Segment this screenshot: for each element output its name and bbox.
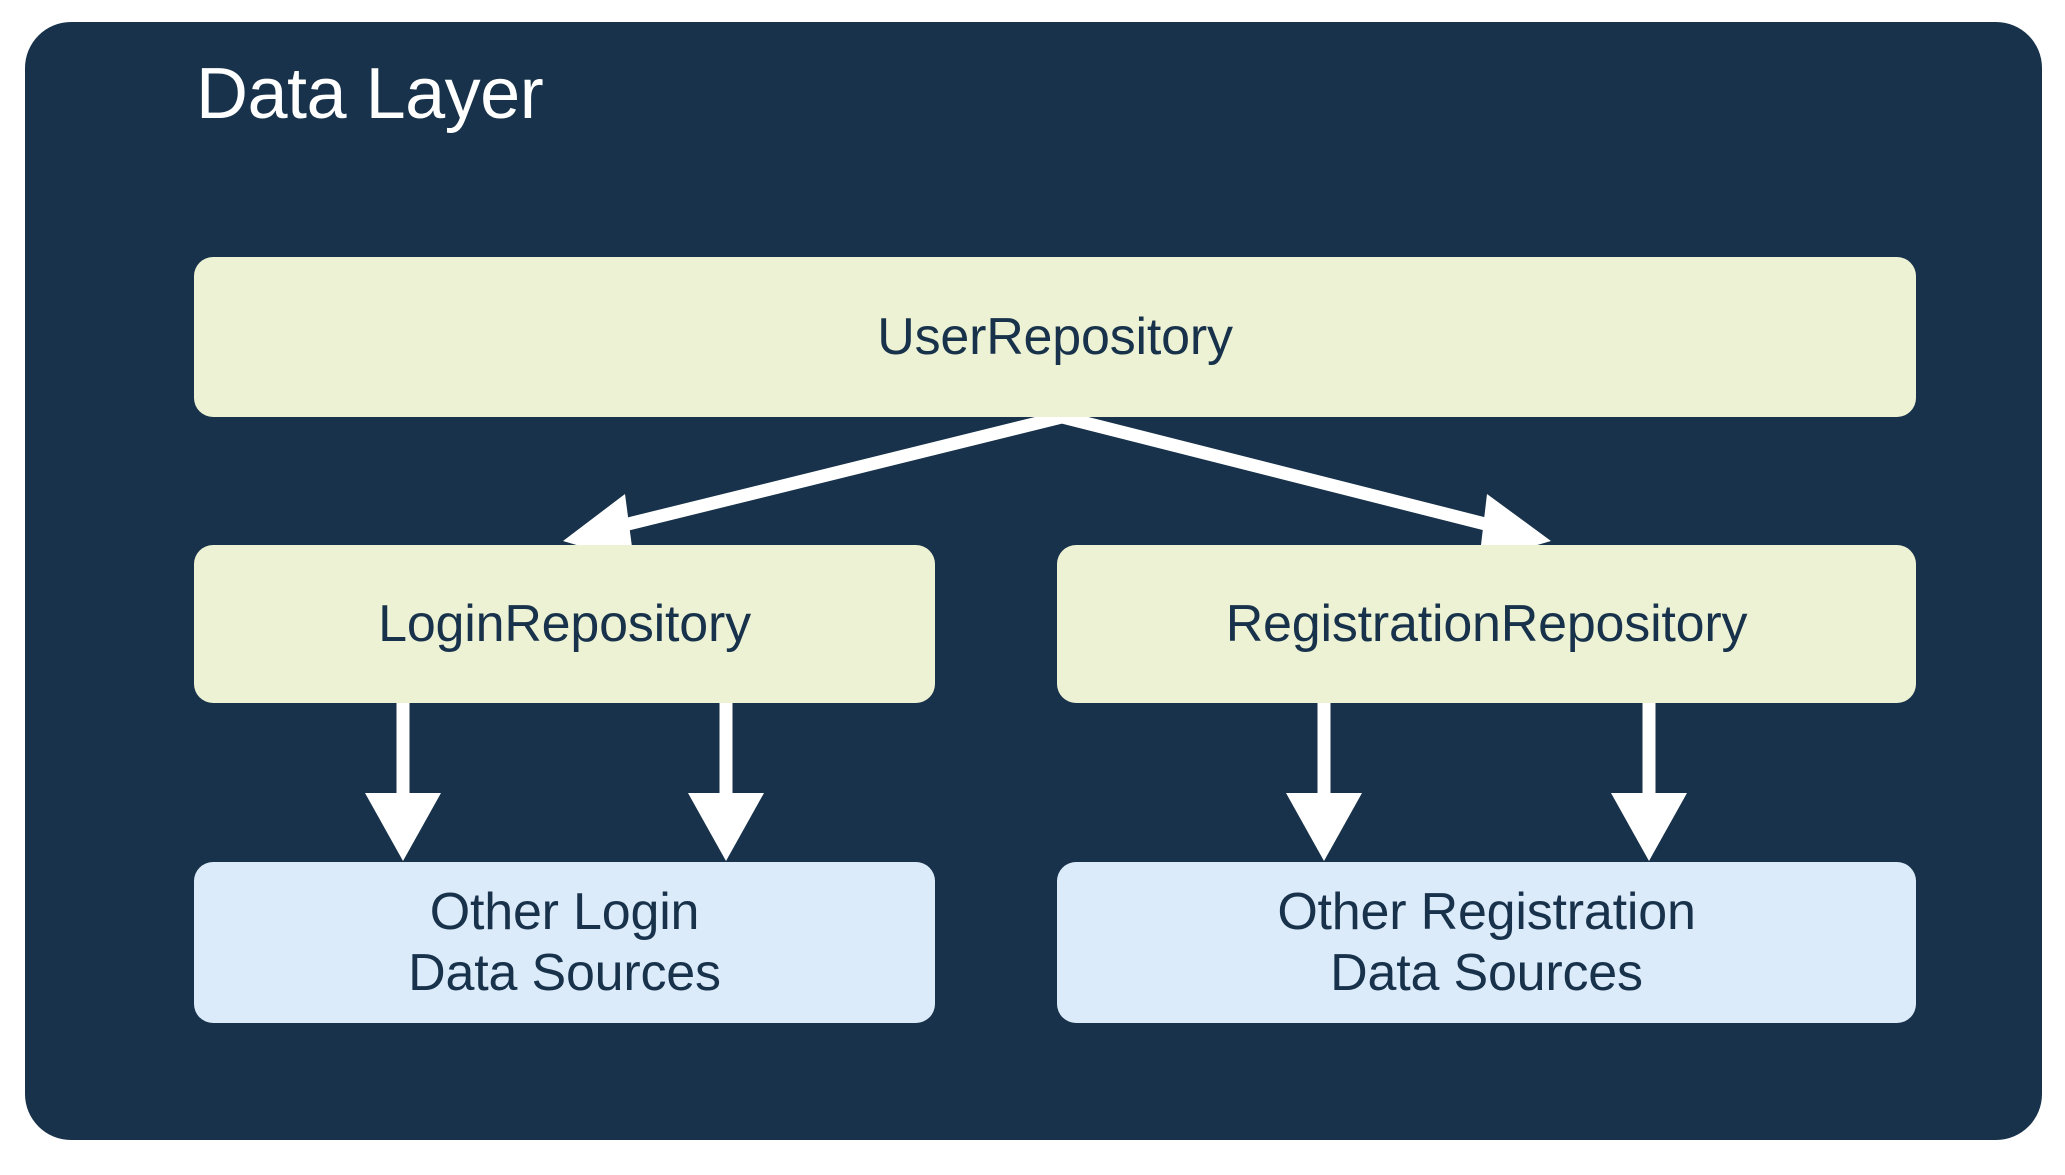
node-other-registration-data-sources-label: Other Registration Data Sources (1277, 882, 1696, 1004)
node-user-repository-label: UserRepository (877, 307, 1233, 366)
node-other-login-data-sources-line2: Data Sources (408, 943, 721, 1002)
node-registration-repository[interactable]: RegistrationRepository (1057, 545, 1916, 703)
node-other-login-data-sources-label: Other Login Data Sources (408, 882, 721, 1004)
panel-title: Data Layer (196, 54, 544, 134)
node-other-registration-data-sources[interactable]: Other Registration Data Sources (1057, 862, 1916, 1023)
node-user-repository[interactable]: UserRepository (194, 257, 1916, 417)
node-other-registration-data-sources-line2: Data Sources (1330, 943, 1643, 1002)
node-other-login-data-sources-line1: Other Login (429, 882, 700, 941)
node-other-registration-data-sources-line1: Other Registration (1277, 882, 1696, 941)
node-other-login-data-sources[interactable]: Other Login Data Sources (194, 862, 935, 1023)
node-login-repository-label: LoginRepository (378, 594, 751, 653)
node-registration-repository-label: RegistrationRepository (1225, 594, 1748, 653)
node-login-repository[interactable]: LoginRepository (194, 545, 935, 703)
